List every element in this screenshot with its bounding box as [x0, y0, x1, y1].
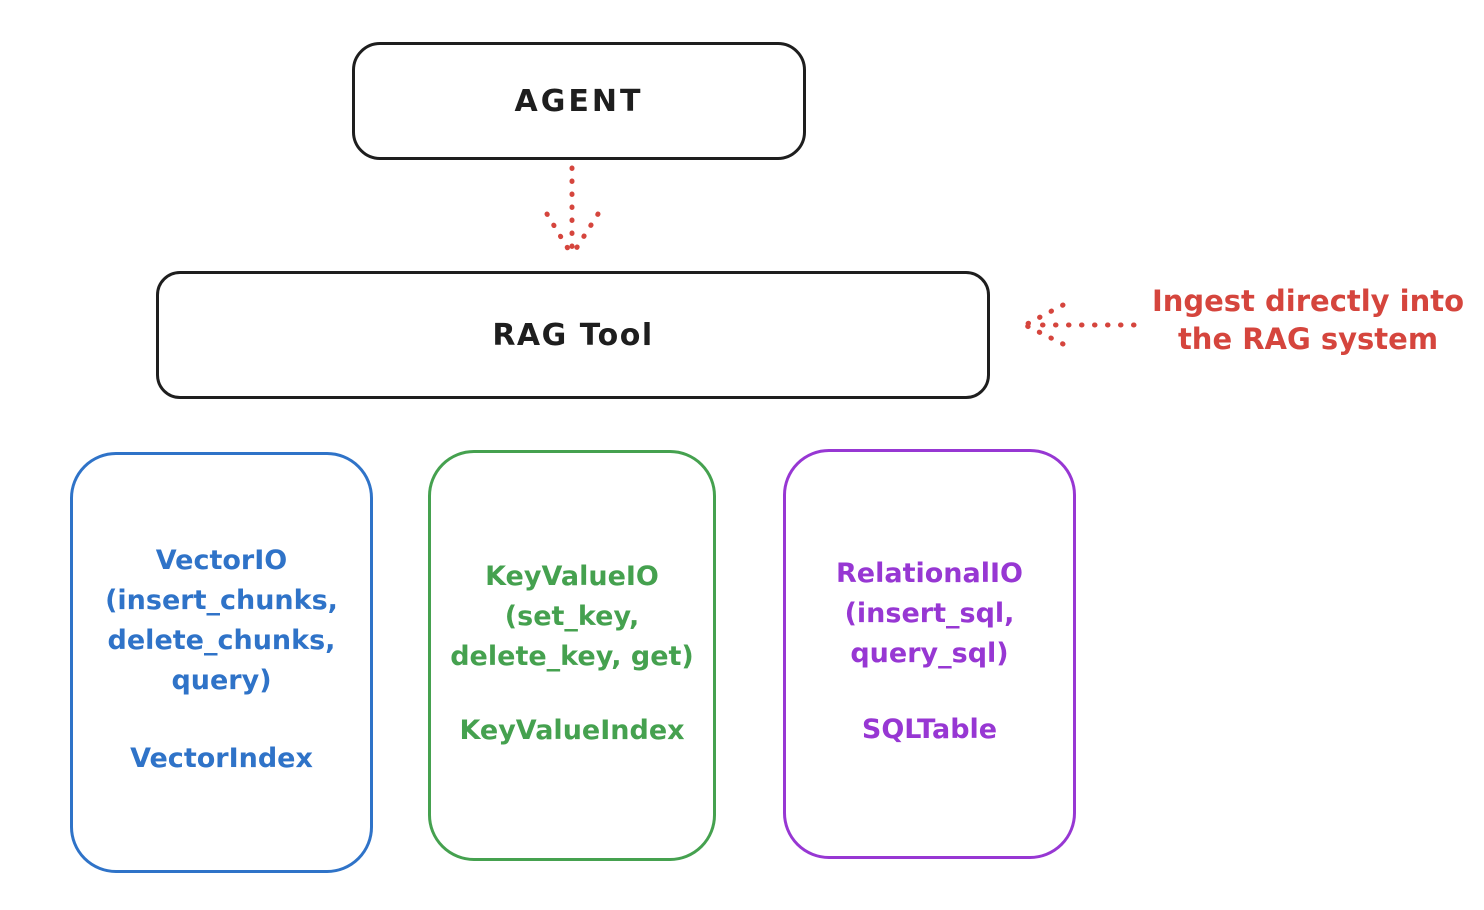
keyvalue-io-signature: KeyValueIO (set_key, delete_key, get): [431, 557, 713, 677]
keyvalue-io-box: KeyValueIO (set_key, delete_key, get) Ke…: [428, 450, 716, 861]
vector-index-label: VectorIndex: [130, 743, 313, 774]
relational-io-title: RelationalIO: [836, 558, 1023, 589]
agent-to-rag-arrow-icon: [544, 165, 601, 255]
vector-io-method-line: query): [171, 665, 272, 696]
ingest-annotation-line2: the RAG system: [1177, 322, 1439, 356]
vector-io-method-line: delete_chunks,: [107, 625, 336, 656]
vector-io-method-line: (insert_chunks,: [105, 585, 338, 616]
vector-io-box: VectorIO (insert_chunks, delete_chunks, …: [70, 452, 373, 873]
keyvalue-io-method-line: delete_key, get): [450, 641, 694, 672]
keyvalue-index-label: KeyValueIndex: [459, 715, 685, 746]
keyvalue-io-method-line: (set_key,: [504, 601, 640, 632]
keyvalue-io-title: KeyValueIO: [485, 561, 659, 592]
rag-tool-box: RAG Tool: [156, 271, 990, 399]
relational-io-box: RelationalIO (insert_sql, query_sql) SQL…: [783, 449, 1076, 859]
rag-tool-label: RAG Tool: [492, 317, 654, 353]
relational-io-method-line: query_sql): [850, 638, 1009, 669]
relational-io-signature: RelationalIO (insert_sql, query_sql): [786, 554, 1073, 674]
sql-table-label: SQLTable: [861, 714, 998, 745]
relational-io-method-line: (insert_sql,: [844, 598, 1015, 629]
vector-io-signature: VectorIO (insert_chunks, delete_chunks, …: [73, 541, 370, 701]
agent-label: AGENT: [514, 83, 644, 119]
vector-io-title: VectorIO: [155, 545, 288, 576]
ingest-annotation: Ingest directly into the RAG system: [1138, 282, 1478, 358]
annotation-to-rag-arrow-icon: [1024, 302, 1137, 347]
ingest-annotation-line1: Ingest directly into: [1151, 284, 1465, 318]
agent-box: AGENT: [352, 42, 806, 160]
